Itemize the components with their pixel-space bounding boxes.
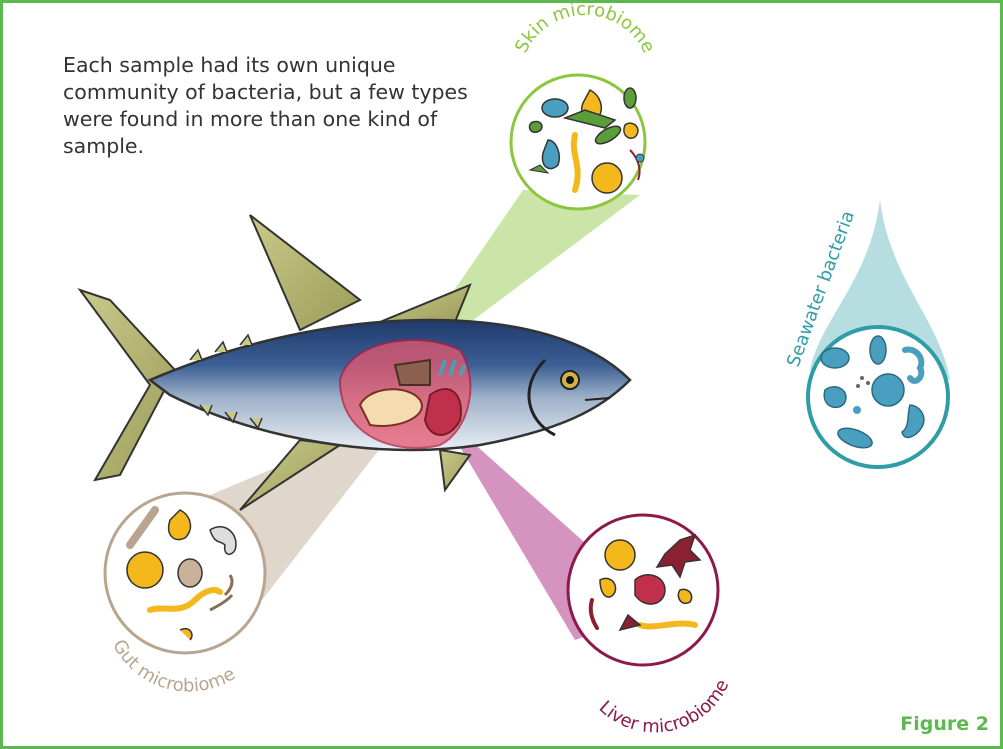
seawater-bacteria-circle xyxy=(808,327,948,467)
skin-label: Skin microbiome xyxy=(511,0,659,56)
stomach-organ xyxy=(395,360,430,385)
liver-organ xyxy=(425,389,461,435)
liver-microbiome-circle xyxy=(568,515,718,665)
gut-microbiome-circle xyxy=(105,493,265,653)
liver-label: Liver microbiome xyxy=(595,676,733,737)
dorsal-fin xyxy=(250,215,360,330)
skin-microbiome-circle xyxy=(511,75,645,209)
second-dorsal-fin xyxy=(380,285,470,322)
figure-label: Figure 2 xyxy=(900,713,989,735)
pelvic-fin xyxy=(440,450,470,490)
